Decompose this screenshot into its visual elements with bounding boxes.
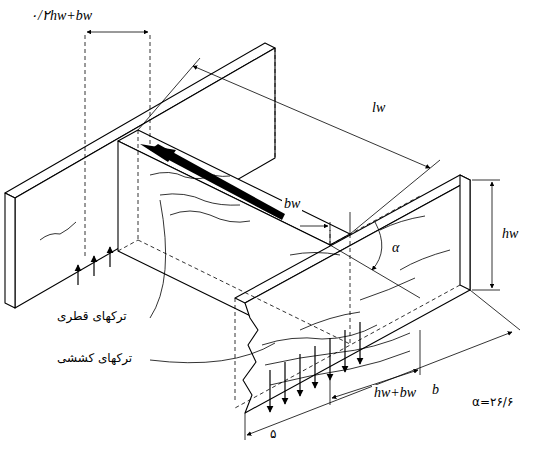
crack-label: ترکهای قطری: [55, 310, 129, 324]
dimension-label: hw+bw: [372, 385, 418, 401]
angle-label: α: [390, 240, 401, 256]
dimension-label: ۰/۲hw+bw: [28, 8, 94, 24]
dimension-label: hw: [500, 226, 520, 242]
dimension-label: lw: [370, 100, 387, 116]
dimension-label: b: [430, 382, 441, 398]
crack-label: ترکهای کششی: [55, 352, 134, 366]
dimension-label: bw: [282, 196, 302, 212]
figure-number: ۵: [268, 428, 278, 442]
angle-value: α=۲۶/۶: [470, 396, 515, 410]
